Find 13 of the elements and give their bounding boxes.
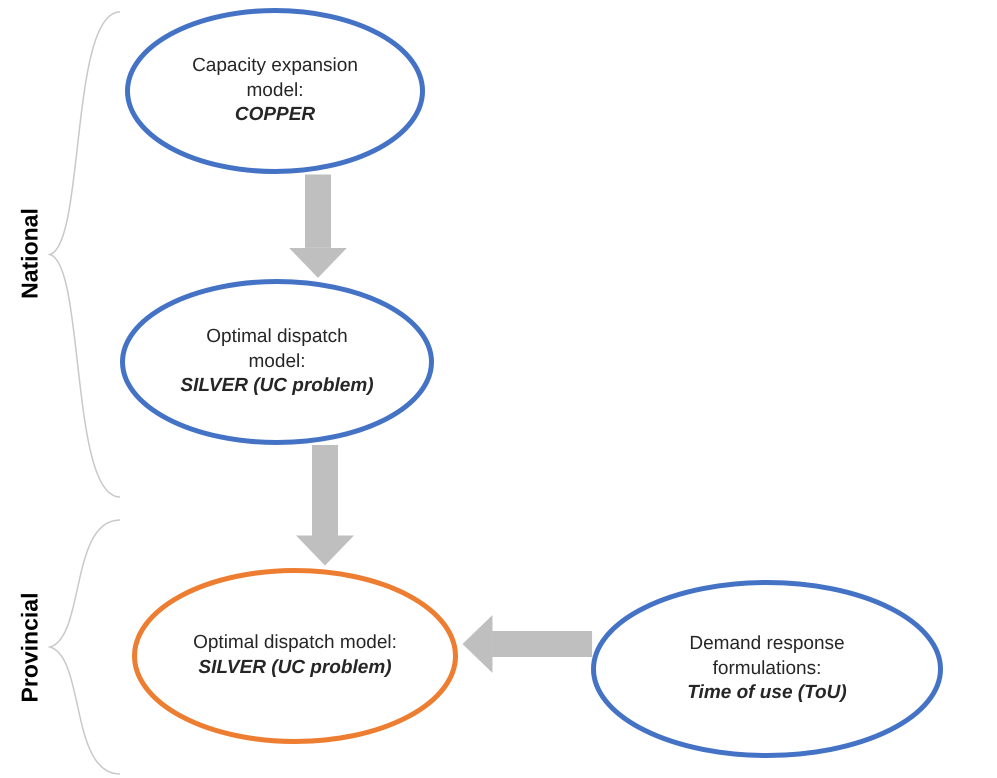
model-name: Time of use (ToU) [687,681,847,706]
scope-label: National [16,207,44,301]
model-name: SILVER (UC problem) [180,374,374,398]
block-arrow [289,174,347,278]
scope-label: Provincial [16,592,44,704]
model-name: COPPER [234,103,316,128]
block-arrow [462,615,592,673]
node-text: Optimal dispatch model: [193,631,397,656]
block-arrow [296,445,354,566]
node-text: Capacity expansion model: [191,54,359,103]
model-name: SILVER (UC problem) [198,656,392,680]
node-text: Demand response formulations: [688,632,846,681]
node-text: Optimal dispatch model: [205,324,349,374]
